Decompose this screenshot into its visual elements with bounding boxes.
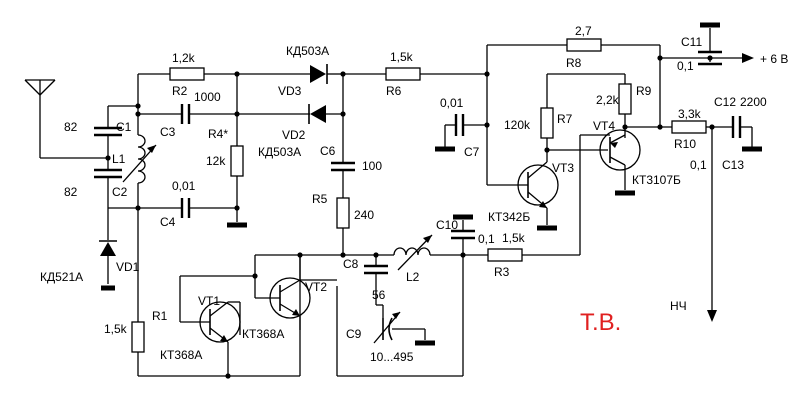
label-r5: R5 [312, 192, 328, 206]
label-c7: C7 [464, 145, 480, 159]
label-c9: C9 [346, 327, 362, 341]
transistor-vt2 [239, 255, 337, 335]
label-vd3: VD3 [278, 84, 302, 98]
label-vt3-type: КТ342Б [488, 210, 530, 224]
capacitor-c10 [451, 214, 475, 255]
resistor-r4 [230, 145, 244, 177]
capacitor-c4 [138, 198, 237, 218]
label-r6: R6 [386, 84, 402, 98]
label-r7: R7 [557, 112, 573, 126]
diode-vd2 [308, 104, 343, 124]
resistor-r6 [385, 67, 421, 81]
label-c3: C3 [160, 125, 176, 139]
resistor-r3 [487, 248, 523, 262]
resistor-r7 [540, 107, 554, 139]
label-c12: C12 [714, 95, 736, 109]
label-r8-value: 2,7 [575, 24, 592, 38]
label-r2: R2 [172, 84, 188, 98]
capacitor-c7 [435, 114, 487, 152]
transistor-vt3 [487, 161, 559, 231]
label-vd2-type: КД503А [258, 145, 301, 159]
label-c12-value: 2200 [740, 95, 767, 109]
inductor-l2 [376, 234, 463, 271]
label-vd1-type: КД521А [40, 270, 83, 284]
label-r1: R1 [152, 309, 168, 323]
label-vt4: VT4 [593, 119, 615, 133]
label-c9-value: 10...495 [370, 350, 414, 364]
label-c13: C13 [722, 158, 744, 172]
resistor-r5 [336, 197, 350, 229]
label-vt2: VT2 [305, 280, 327, 294]
label-vt2-type: КТ368А [242, 327, 284, 341]
capacitor-c12 [712, 116, 762, 152]
label-c4: C4 [160, 215, 176, 229]
resistor-r2 [169, 67, 205, 81]
inductor-l1 [122, 106, 157, 208]
label-r2-value: 1,2k [172, 51, 196, 65]
capacitor-c2 [94, 158, 122, 208]
label-r7-value: 120k [504, 118, 531, 132]
transistor-vt4 [599, 129, 641, 196]
label-c1: C1 [116, 120, 132, 134]
label-c2-value: 82 [64, 185, 78, 199]
label-c6: C6 [320, 144, 336, 158]
capacitor-c1 [94, 106, 122, 158]
capacitor-c3 [138, 104, 310, 124]
label-r6-value: 1,5k [390, 50, 414, 64]
capacitor-c6 [331, 161, 355, 172]
label-r10-value: 3,3k [678, 107, 702, 121]
label-c8: C8 [343, 257, 359, 271]
resistor-r1 [131, 321, 145, 353]
resistor-r10 [671, 120, 707, 134]
label-vd2: VD2 [282, 128, 306, 142]
label-c1-value: 82 [64, 120, 78, 134]
label-c7-value: 0,01 [440, 96, 464, 110]
label-r8: R8 [566, 56, 582, 70]
label-c2: C2 [112, 185, 128, 199]
label-vt4-type: КТ3107Б [632, 173, 681, 187]
label-c10-value: 0,1 [478, 232, 495, 246]
antenna-icon [24, 79, 108, 159]
resistor-r8 [566, 38, 602, 52]
label-vt1-type: КТ368А [160, 348, 202, 362]
label-c3-value: 1000 [194, 90, 221, 104]
label-output: НЧ [670, 299, 687, 313]
label-c10: C10 [436, 218, 458, 232]
diode-vd3 [310, 64, 343, 84]
label-l2: L2 [406, 270, 420, 284]
label-supply: + 6 В [760, 52, 788, 66]
label-c13-value: 0,1 [690, 158, 707, 172]
label-vd1: VD1 [116, 260, 140, 274]
label-vd3-type: КД503А [286, 44, 329, 58]
label-r5-value: 240 [354, 208, 374, 222]
transistor-vt1 [179, 273, 258, 376]
capacitor-c13 [707, 127, 717, 322]
label-r1-value: 1,5k [104, 322, 128, 336]
label-c8-value: 56 [372, 288, 386, 302]
label-vt1: VT1 [198, 294, 220, 308]
diode-vd1 [99, 208, 117, 291]
label-r10: R10 [674, 137, 696, 151]
signature-text: Т.В. [580, 309, 621, 336]
label-vt3: VT3 [552, 161, 574, 175]
label-r3: R3 [494, 265, 510, 279]
label-c4-value: 0,01 [172, 179, 196, 193]
resistor-r9 [618, 83, 632, 115]
label-r9: R9 [636, 84, 652, 98]
label-c11: C11 [681, 35, 702, 49]
label-c11-value: 0,1 [677, 59, 694, 73]
capacitor-c8 [364, 255, 388, 305]
capacitor-c9 [373, 304, 435, 346]
label-r4: R4* [208, 127, 228, 141]
label-c6-value: 100 [362, 159, 382, 173]
label-r9-value: 2,2k [596, 93, 620, 107]
label-l1: L1 [112, 152, 126, 166]
label-r3-value: 1,5k [502, 231, 526, 245]
label-r4-value: 12k [206, 154, 226, 168]
